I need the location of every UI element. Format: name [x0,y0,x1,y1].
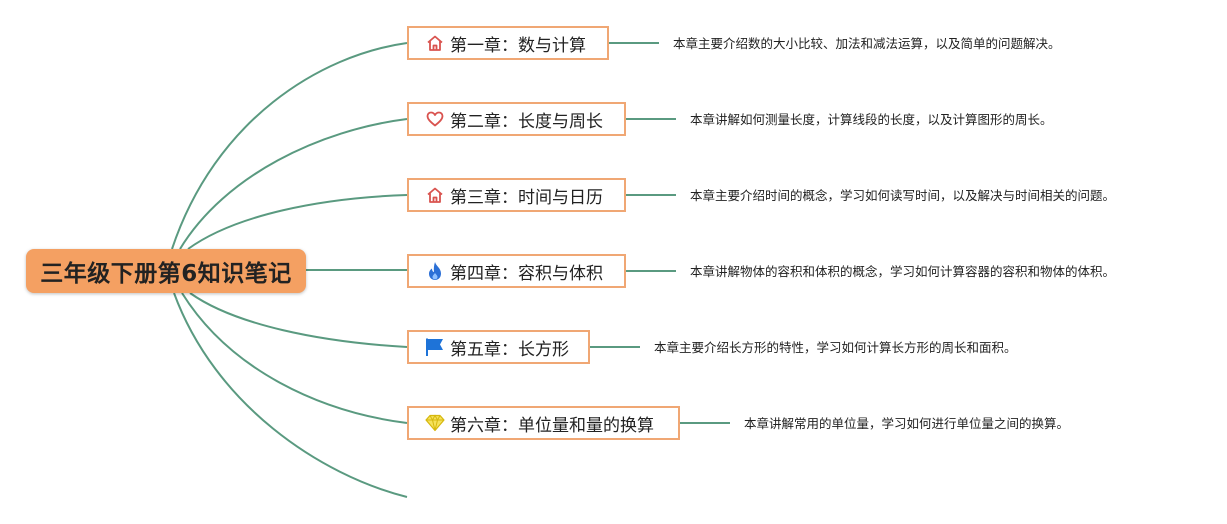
chapter-title: 第三章：时间与日历 [450,187,603,208]
chapter-title: 第六章：单位量和量的换算 [450,415,654,436]
branch-7 [173,292,408,498]
chapter-node-3[interactable]: 第三章：时间与日历 [407,178,626,212]
chapter-description-5: 本章主要介绍长方形的特性，学习如何计算长方形的周长和面积。 [654,340,1017,355]
chapter-node-6[interactable]: 第六章：单位量和量的换算 [407,406,680,440]
root-topic[interactable]: 三年级下册第6知识笔记 [26,249,306,293]
chapter-title: 第四章：容积与体积 [450,263,603,284]
chapter-description-6: 本章讲解常用的单位量，学习如何进行单位量之间的换算。 [744,416,1070,431]
chapter-title: 第二章：长度与周长 [450,111,603,132]
chapter-description-2: 本章讲解如何测量长度，计算线段的长度，以及计算图形的周长。 [690,112,1053,127]
house-icon [425,33,445,53]
branch-1 [171,42,408,250]
chapter-title: 第五章：长方形 [450,339,569,360]
chapter-node-2[interactable]: 第二章：长度与周长 [407,102,626,136]
house-icon [425,185,445,205]
branch-5 [189,292,408,348]
branch-3 [187,194,408,250]
chapter-description-4: 本章讲解物体的容积和体积的概念，学习如何计算容器的容积和物体的体积。 [690,264,1116,279]
branch-2 [179,118,408,250]
chapter-node-1[interactable]: 第一章：数与计算 [407,26,609,60]
chapter-title: 第一章：数与计算 [450,35,586,56]
chapter-description-3: 本章主要介绍时间的概念，学习如何读写时间，以及解决与时间相关的问题。 [690,188,1116,203]
branch-6 [181,292,408,424]
diamond-icon [425,413,445,433]
chapter-node-4[interactable]: 第四章：容积与体积 [407,254,626,288]
flag-icon [425,337,445,357]
chapter-description-1: 本章主要介绍数的大小比较、加法和减法运算，以及简单的问题解决。 [673,36,1061,51]
chapter-node-5[interactable]: 第五章：长方形 [407,330,590,364]
flame-icon [425,261,445,281]
heart-icon [425,109,445,129]
